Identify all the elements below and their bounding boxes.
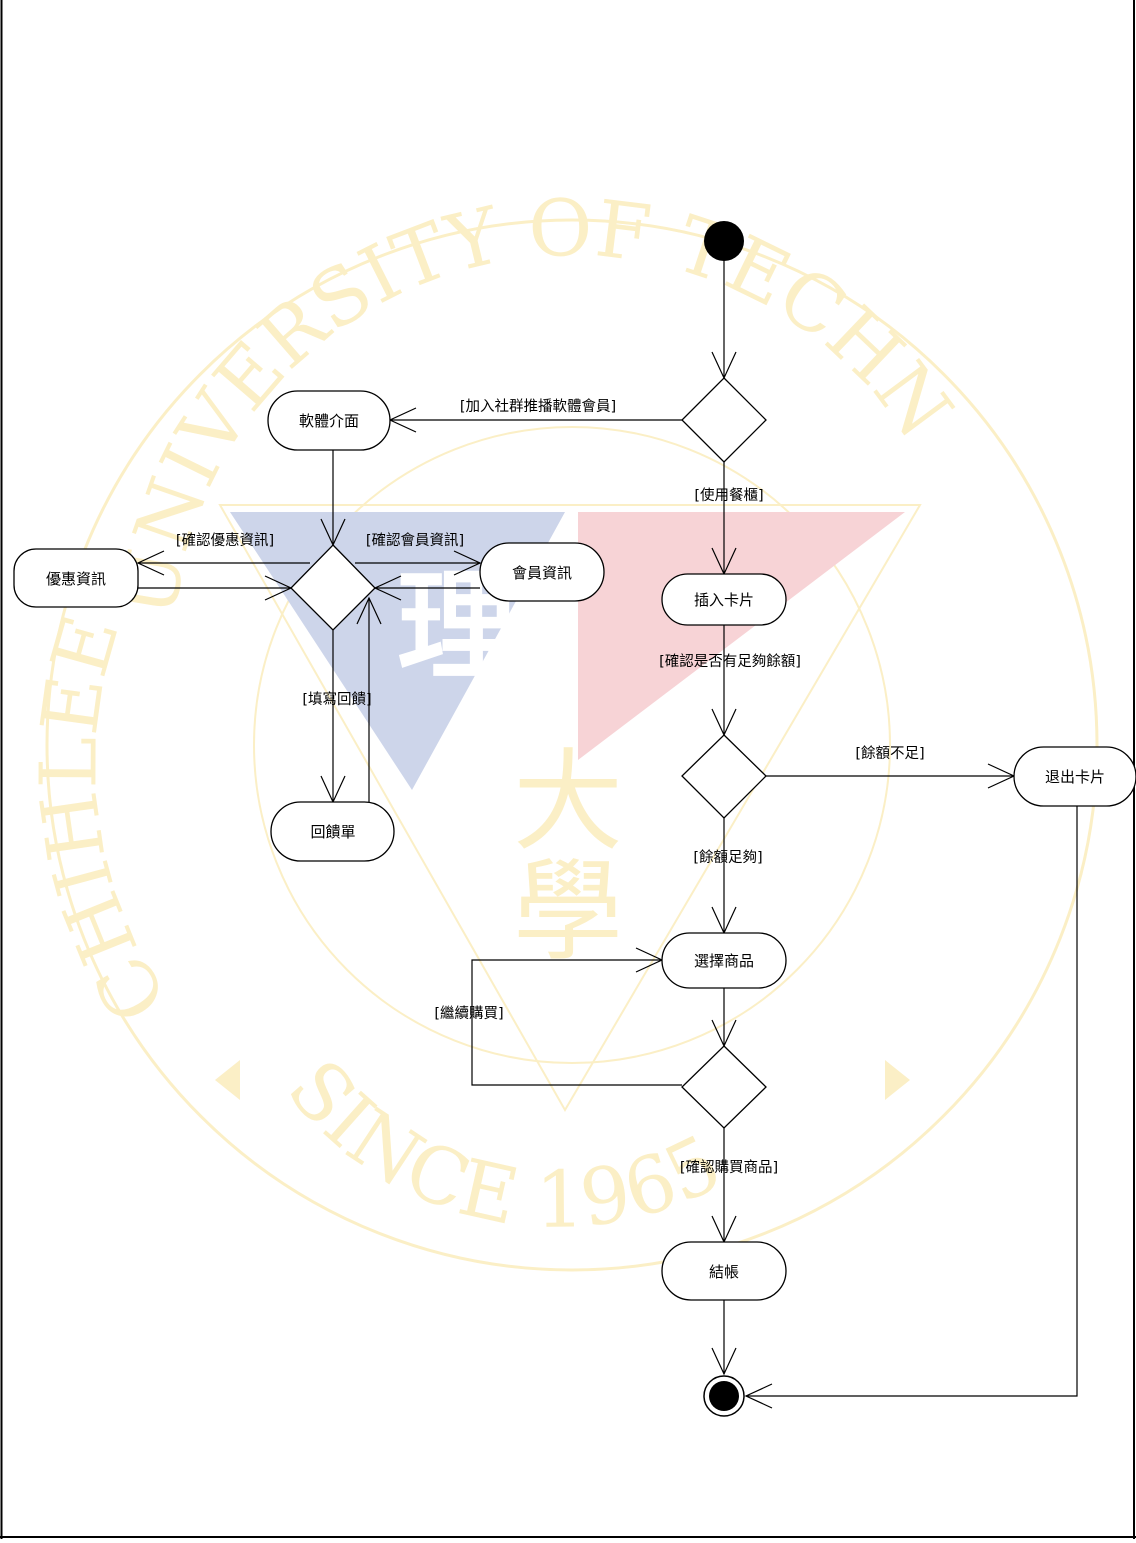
activity-software-ui: 軟體介面	[267, 390, 391, 451]
activity-box	[267, 390, 391, 451]
decision-software-menu	[290, 544, 376, 631]
activity-insert-card: 插入卡片	[661, 573, 787, 626]
svg-text:CHIHLEE: CHIHLEE	[24, 606, 185, 1037]
activity-select-product: 選擇商品	[661, 932, 787, 989]
activity-label: 結帳	[709, 1263, 739, 1281]
watermark-outer-ring	[45, 218, 1099, 1272]
decision-continue	[681, 1045, 767, 1129]
activity-feedback-form: 回饋單	[270, 801, 395, 862]
edge-decision4-loop-to-select-product	[471, 959, 682, 1086]
final-node	[703, 1375, 745, 1417]
guard-confirm-promo: [確認優惠資訊]	[176, 532, 274, 549]
final-node-dot	[709, 1381, 739, 1411]
guard-continue-buying: [繼續購買]	[434, 1005, 503, 1022]
activity-label: 插入卡片	[694, 591, 754, 609]
watermark-red-triangle	[578, 512, 905, 760]
activity-eject-card: 退出卡片	[1013, 746, 1136, 807]
activity-label: 選擇商品	[694, 952, 754, 970]
activity-label: 會員資訊	[512, 564, 572, 582]
activity-label: 回饋單	[310, 823, 355, 841]
guard-use-counter: [使用餐櫃]	[694, 487, 763, 504]
edge-eject-card-to-end	[746, 806, 1078, 1397]
guard-confirm-member: [確認會員資訊]	[366, 532, 464, 549]
watermark-glyph-xue: 學	[513, 848, 623, 976]
decision-entry	[681, 377, 767, 463]
guard-balance-insufficient: [餘額不足]	[855, 745, 924, 762]
activity-label: 軟體介面	[299, 412, 359, 430]
activity-box	[270, 801, 395, 862]
initial-node	[704, 221, 744, 261]
watermark-inner-ring	[253, 426, 891, 1064]
activity-label: 退出卡片	[1045, 768, 1105, 786]
watermark: 理 大 學 UNIVERSITY OF TECHNOLOGY CHIHLEE S…	[0, 0, 1099, 1272]
activity-box	[661, 573, 787, 626]
activity-box	[661, 932, 787, 989]
watermark-glyph-da: 大	[513, 738, 623, 866]
watermark-arc-left: CHIHLEE	[24, 606, 185, 1037]
arrowhead	[453, 550, 482, 576]
guard-check-balance: [確認是否有足夠餘額]	[659, 653, 801, 670]
decision-balance	[681, 734, 767, 819]
activity-promo-info: 優惠資訊	[13, 548, 139, 608]
activity-box	[661, 1241, 787, 1301]
watermark-triangle-outline	[218, 504, 922, 1112]
activity-box	[1013, 746, 1136, 807]
arrowhead	[711, 1347, 737, 1376]
activity-box	[479, 542, 605, 602]
watermark-right-marker	[885, 1060, 910, 1100]
arrowhead	[744, 1383, 773, 1409]
arrowhead	[136, 550, 165, 576]
activity-member-info: 會員資訊	[479, 542, 605, 602]
guard-balance-enough: [餘額足夠]	[693, 849, 762, 866]
guard-confirm-purchase: [確認購買商品]	[680, 1159, 778, 1176]
edges	[136, 260, 1078, 1409]
activity-label: 優惠資訊	[46, 570, 106, 588]
watermark-left-marker	[215, 1060, 240, 1100]
activity-box	[13, 548, 139, 608]
guard-fill-feedback: [填寫回饋]	[302, 690, 371, 708]
activity-checkout: 結帳	[661, 1241, 787, 1301]
arrowhead	[356, 596, 382, 625]
guard-join-member: [加入社群推播軟體會員]	[460, 398, 616, 415]
